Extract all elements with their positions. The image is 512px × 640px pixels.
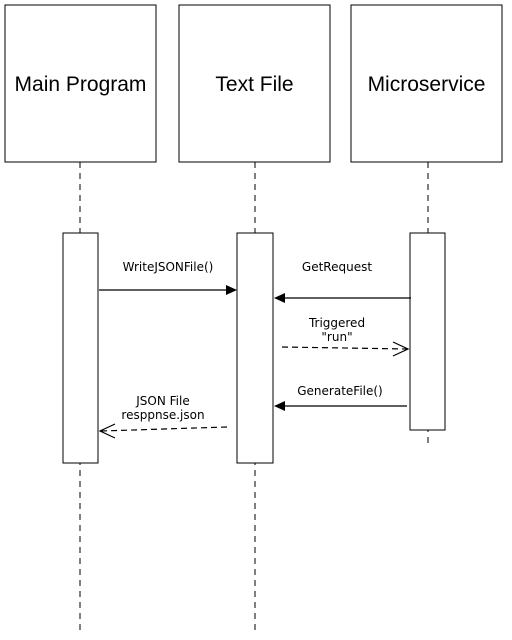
message-write-json-file: WriteJSONFile() bbox=[99, 260, 237, 295]
message-label: Triggered bbox=[308, 316, 365, 330]
arrow-head-icon bbox=[226, 285, 237, 295]
message-label: resppnse.json bbox=[121, 408, 204, 422]
participant-box bbox=[4, 4, 157, 163]
participant-label: Main Program bbox=[15, 73, 147, 96]
participant-label: Text File bbox=[215, 73, 293, 96]
arrow-head-icon bbox=[274, 401, 285, 411]
participant-box bbox=[350, 4, 503, 163]
open-arrow-head-icon bbox=[98, 423, 116, 439]
message-label: GetRequest bbox=[302, 260, 372, 274]
activation-bar-microservice bbox=[409, 232, 446, 431]
open-arrow-head-icon bbox=[392, 341, 410, 357]
message-json-file-response: JSON File resppnse.json bbox=[98, 394, 228, 439]
participant-label: Microservice bbox=[368, 73, 486, 96]
message-label: "run" bbox=[321, 330, 352, 344]
message-label: JSON File bbox=[135, 394, 189, 408]
activation-bar-text-file bbox=[236, 232, 274, 464]
message-get-request: GetRequest bbox=[274, 260, 411, 303]
participant-main-program: Main Program bbox=[4, 4, 157, 163]
message-generate-file: GenerateFile() bbox=[274, 384, 407, 411]
message-arrow bbox=[281, 346, 408, 350]
message-arrow bbox=[100, 426, 228, 432]
activation-bar-main-program bbox=[62, 232, 99, 464]
arrow-head-icon bbox=[274, 293, 285, 303]
participant-box bbox=[178, 4, 331, 163]
participant-microservice: Microservice bbox=[350, 4, 503, 163]
message-triggered-run: Triggered "run" bbox=[281, 316, 410, 357]
participant-text-file: Text File bbox=[178, 4, 331, 163]
message-label: WriteJSONFile() bbox=[123, 260, 214, 274]
message-label: GenerateFile() bbox=[297, 384, 383, 398]
